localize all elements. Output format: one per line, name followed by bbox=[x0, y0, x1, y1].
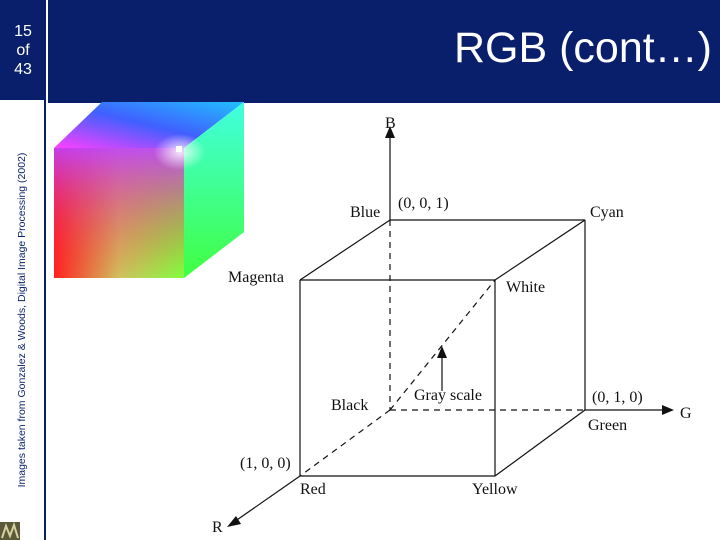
slide-of: of bbox=[16, 41, 30, 59]
label-green-coord: (0, 1, 0) bbox=[592, 389, 643, 406]
label-blue: Blue bbox=[350, 204, 380, 221]
sidebar-separator bbox=[46, 0, 48, 540]
label-red-coord: (1, 0, 0) bbox=[240, 455, 291, 472]
logo-icon bbox=[0, 522, 20, 540]
rgb-cube-diagram: B G R Blue (0, 0, 1) Cyan Magenta White … bbox=[212, 115, 692, 536]
axis-label-b: B bbox=[385, 115, 396, 132]
rgb-cube-image bbox=[54, 102, 244, 278]
label-white: White bbox=[506, 279, 545, 296]
axis-label-r: R bbox=[212, 519, 223, 536]
label-green: Green bbox=[588, 417, 627, 434]
label-blue-coord: (0, 0, 1) bbox=[398, 195, 449, 212]
axis-b-arrowhead bbox=[385, 126, 395, 138]
slide-counter: 15 of 43 bbox=[0, 0, 46, 100]
slide-header bbox=[48, 0, 720, 100]
edge-black-red bbox=[299, 409, 391, 477]
slide-number: 15 bbox=[14, 22, 32, 40]
axis-r bbox=[233, 475, 301, 523]
label-red: Red bbox=[300, 481, 326, 498]
label-cyan: Cyan bbox=[590, 204, 624, 221]
edge-blue-magenta bbox=[299, 219, 391, 281]
label-gray-scale: Gray scale bbox=[414, 387, 482, 404]
label-black: Black bbox=[331, 397, 368, 414]
header-rule bbox=[48, 100, 720, 103]
sidebar-rule bbox=[44, 100, 46, 540]
gray-scale-diagonal bbox=[389, 279, 496, 411]
sidebar: 15 of 43 Images taken from Gonzalez & Wo… bbox=[0, 0, 46, 540]
image-credit: Images taken from Gonzalez & Woods, Digi… bbox=[16, 152, 28, 488]
label-magenta: Magenta bbox=[228, 269, 284, 286]
slide-title: RGB (cont…) bbox=[453, 24, 712, 72]
axis-label-g: G bbox=[680, 405, 692, 422]
axis-r-arrowhead bbox=[227, 516, 241, 527]
slide-total: 43 bbox=[14, 60, 32, 78]
label-yellow: Yellow bbox=[472, 481, 518, 498]
gray-scale-arrowhead bbox=[437, 346, 447, 358]
edge-cyan-white bbox=[494, 219, 586, 281]
axis-g-arrowhead bbox=[662, 405, 674, 415]
edge-green-yellow bbox=[494, 409, 586, 477]
